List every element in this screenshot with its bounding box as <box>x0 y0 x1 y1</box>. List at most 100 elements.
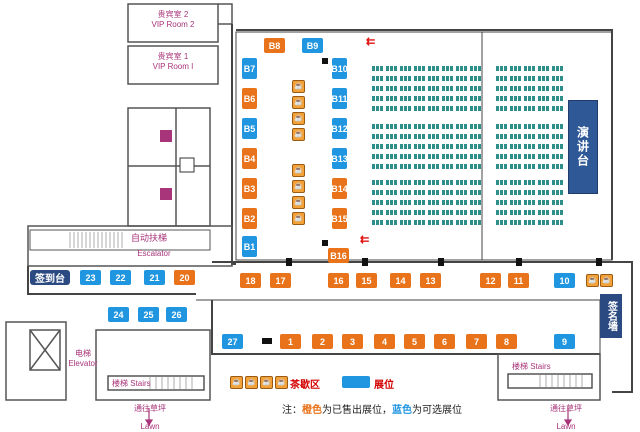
booth-8[interactable]: 8 <box>496 334 517 349</box>
seat <box>380 144 383 149</box>
booth-b3[interactable]: B3 <box>242 178 257 199</box>
tea-break-icon: ☕ <box>292 128 305 141</box>
seat <box>496 164 499 169</box>
seat <box>514 96 517 101</box>
seat <box>560 106 563 111</box>
seat <box>436 210 439 215</box>
booth-b1[interactable]: B1 <box>242 236 257 257</box>
seat <box>422 200 425 205</box>
seat <box>532 220 535 225</box>
seat <box>408 164 411 169</box>
booth-b2[interactable]: B2 <box>242 208 257 229</box>
seat <box>496 200 499 205</box>
seat <box>422 86 425 91</box>
booth-26[interactable]: 26 <box>166 307 187 322</box>
booth-11[interactable]: 11 <box>508 273 529 288</box>
seat <box>532 96 535 101</box>
seat <box>546 66 549 71</box>
seat <box>432 124 435 129</box>
booth-12[interactable]: 12 <box>480 273 501 288</box>
booth-b4[interactable]: B4 <box>242 148 257 169</box>
seat <box>560 134 563 139</box>
seat <box>414 66 417 71</box>
booth-18[interactable]: 18 <box>240 273 261 288</box>
seat <box>538 86 541 91</box>
seat <box>386 76 389 81</box>
booth-9[interactable]: 9 <box>554 334 575 349</box>
booth-16[interactable]: 16 <box>328 273 349 288</box>
booth-b9[interactable]: B9 <box>302 38 323 53</box>
booth-27[interactable]: 27 <box>222 334 243 349</box>
booth-7[interactable]: 7 <box>466 334 487 349</box>
seat <box>408 190 411 195</box>
booth-23[interactable]: 23 <box>80 270 101 285</box>
booth-b8[interactable]: B8 <box>264 38 285 53</box>
booth-25[interactable]: 25 <box>138 307 159 322</box>
seat <box>446 164 449 169</box>
seat <box>552 66 555 71</box>
seat <box>510 154 513 159</box>
seat <box>404 124 407 129</box>
seat <box>460 96 463 101</box>
booth-6[interactable]: 6 <box>434 334 455 349</box>
booth-5[interactable]: 5 <box>404 334 425 349</box>
booth-b11[interactable]: B11 <box>332 88 348 109</box>
seat <box>528 76 531 81</box>
seat <box>450 190 453 195</box>
booth-b5[interactable]: B5 <box>242 118 257 139</box>
seat <box>422 124 425 129</box>
seat <box>456 154 459 159</box>
legend-booth-label: 展位 <box>374 380 394 391</box>
seat <box>478 96 481 101</box>
booth-b16[interactable]: B16 <box>328 248 349 263</box>
booth-b14[interactable]: B14 <box>331 178 348 199</box>
booth-b7[interactable]: B7 <box>242 58 257 79</box>
booth-2[interactable]: 2 <box>312 334 333 349</box>
booth-10[interactable]: 10 <box>554 273 575 288</box>
speaker-stage: 演讲台 <box>568 100 598 194</box>
seat <box>500 180 503 185</box>
seat <box>372 200 375 205</box>
booth-13[interactable]: 13 <box>420 273 441 288</box>
seat <box>514 106 517 111</box>
booth-b15[interactable]: B15 <box>331 208 348 229</box>
booth-14[interactable]: 14 <box>390 273 411 288</box>
seat <box>422 96 425 101</box>
booth-21[interactable]: 21 <box>144 270 165 285</box>
seat <box>404 220 407 225</box>
booth-b10[interactable]: B10 <box>331 58 348 79</box>
seat <box>546 190 549 195</box>
seat <box>446 134 449 139</box>
booth-b6[interactable]: B6 <box>242 88 257 109</box>
booth-17[interactable]: 17 <box>270 273 291 288</box>
booth-3[interactable]: 3 <box>342 334 363 349</box>
seat <box>474 200 477 205</box>
seat <box>538 96 541 101</box>
booth-1[interactable]: 1 <box>280 334 301 349</box>
booth-15[interactable]: 15 <box>356 273 377 288</box>
seat <box>404 200 407 205</box>
seat <box>542 190 545 195</box>
booth-b13[interactable]: B13 <box>331 148 348 169</box>
seat <box>372 154 375 159</box>
seat <box>464 144 467 149</box>
seat <box>400 220 403 225</box>
seat <box>380 124 383 129</box>
seat <box>418 210 421 215</box>
booth-20[interactable]: 20 <box>174 270 195 285</box>
booth-b12[interactable]: B12 <box>331 118 348 139</box>
booth-22[interactable]: 22 <box>110 270 131 285</box>
seat <box>470 190 473 195</box>
seat <box>376 164 379 169</box>
seat <box>552 144 555 149</box>
seat <box>518 164 521 169</box>
note-blue: 蓝色 <box>392 405 412 416</box>
booth-4[interactable]: 4 <box>374 334 395 349</box>
seat <box>496 134 499 139</box>
seat <box>422 210 425 215</box>
seat <box>456 106 459 111</box>
booth-24[interactable]: 24 <box>108 307 129 322</box>
seat <box>380 200 383 205</box>
seat <box>414 76 417 81</box>
seat <box>542 96 545 101</box>
